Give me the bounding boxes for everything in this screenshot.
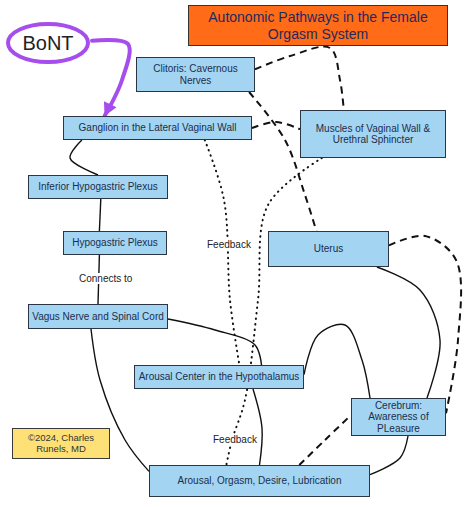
connector [389, 236, 461, 413]
process-box: Ganglion in the Lateral Vaginal Wall [63, 116, 252, 140]
connector-group [70, 40, 461, 475]
edge-label: Feedback [212, 434, 258, 445]
process-box: Hypogastric Plexus [63, 231, 167, 255]
connector [253, 389, 262, 465]
node-text: Hypogastric Plexus [72, 237, 158, 248]
connector [205, 140, 240, 365]
node-text: Ganglion in the Lateral Vaginal Wall [79, 122, 237, 133]
node-text: ©2024, Charles Runels, MD [16, 433, 106, 455]
process-box: Inferior Hypogastric Plexus [28, 175, 168, 199]
arrow-head [104, 101, 117, 116]
connector [168, 319, 262, 365]
connector [252, 122, 300, 129]
connector [299, 415, 351, 465]
process-box: Uterus [268, 231, 389, 267]
node-text: Clitoris: Cavernous Nerves [140, 63, 251, 85]
node-text: BoNT [22, 32, 73, 55]
connector [99, 199, 100, 231]
callout-circle: BoNT [4, 20, 92, 66]
process-box: Arousal Center in the Hypothalamus [134, 365, 304, 389]
process-box: Vagus Nerve and Spinal Cord [28, 304, 168, 329]
connector [255, 47, 344, 110]
connector [92, 40, 130, 116]
connector [377, 267, 440, 398]
edge-label: Feedback [206, 239, 252, 250]
node-text: Muscles of Vaginal Wall & Urethral Sphin… [304, 123, 442, 145]
edge-label: Connects to [78, 273, 133, 284]
connector [304, 324, 370, 398]
node-text: Uterus [314, 243, 343, 254]
node-text: Arousal, Orgasm, Desire, Lubrication [178, 475, 342, 486]
diagram-title: Autonomic Pathways in the Female Orgasm … [188, 5, 448, 46]
connector [70, 140, 98, 175]
circle-outline [8, 24, 88, 62]
node-text: Arousal Center in the Hypothalamus [139, 371, 300, 382]
process-box: Cerebrum: Awareness of PLeasure [351, 398, 446, 436]
copyright-note: ©2024, Charles Runels, MD [12, 428, 110, 459]
connector [226, 158, 322, 465]
process-box: Clitoris: Cavernous Nerves [136, 57, 255, 92]
process-box: Arousal, Orgasm, Desire, Lubrication [149, 465, 370, 497]
node-text: Vagus Nerve and Spinal Cord [32, 311, 164, 322]
node-text: Inferior Hypogastric Plexus [38, 181, 158, 192]
node-text: Cerebrum: Awareness of PLeasure [355, 400, 442, 434]
connector [370, 436, 408, 475]
process-box: Muscles of Vaginal Wall & Urethral Sphin… [300, 110, 446, 158]
